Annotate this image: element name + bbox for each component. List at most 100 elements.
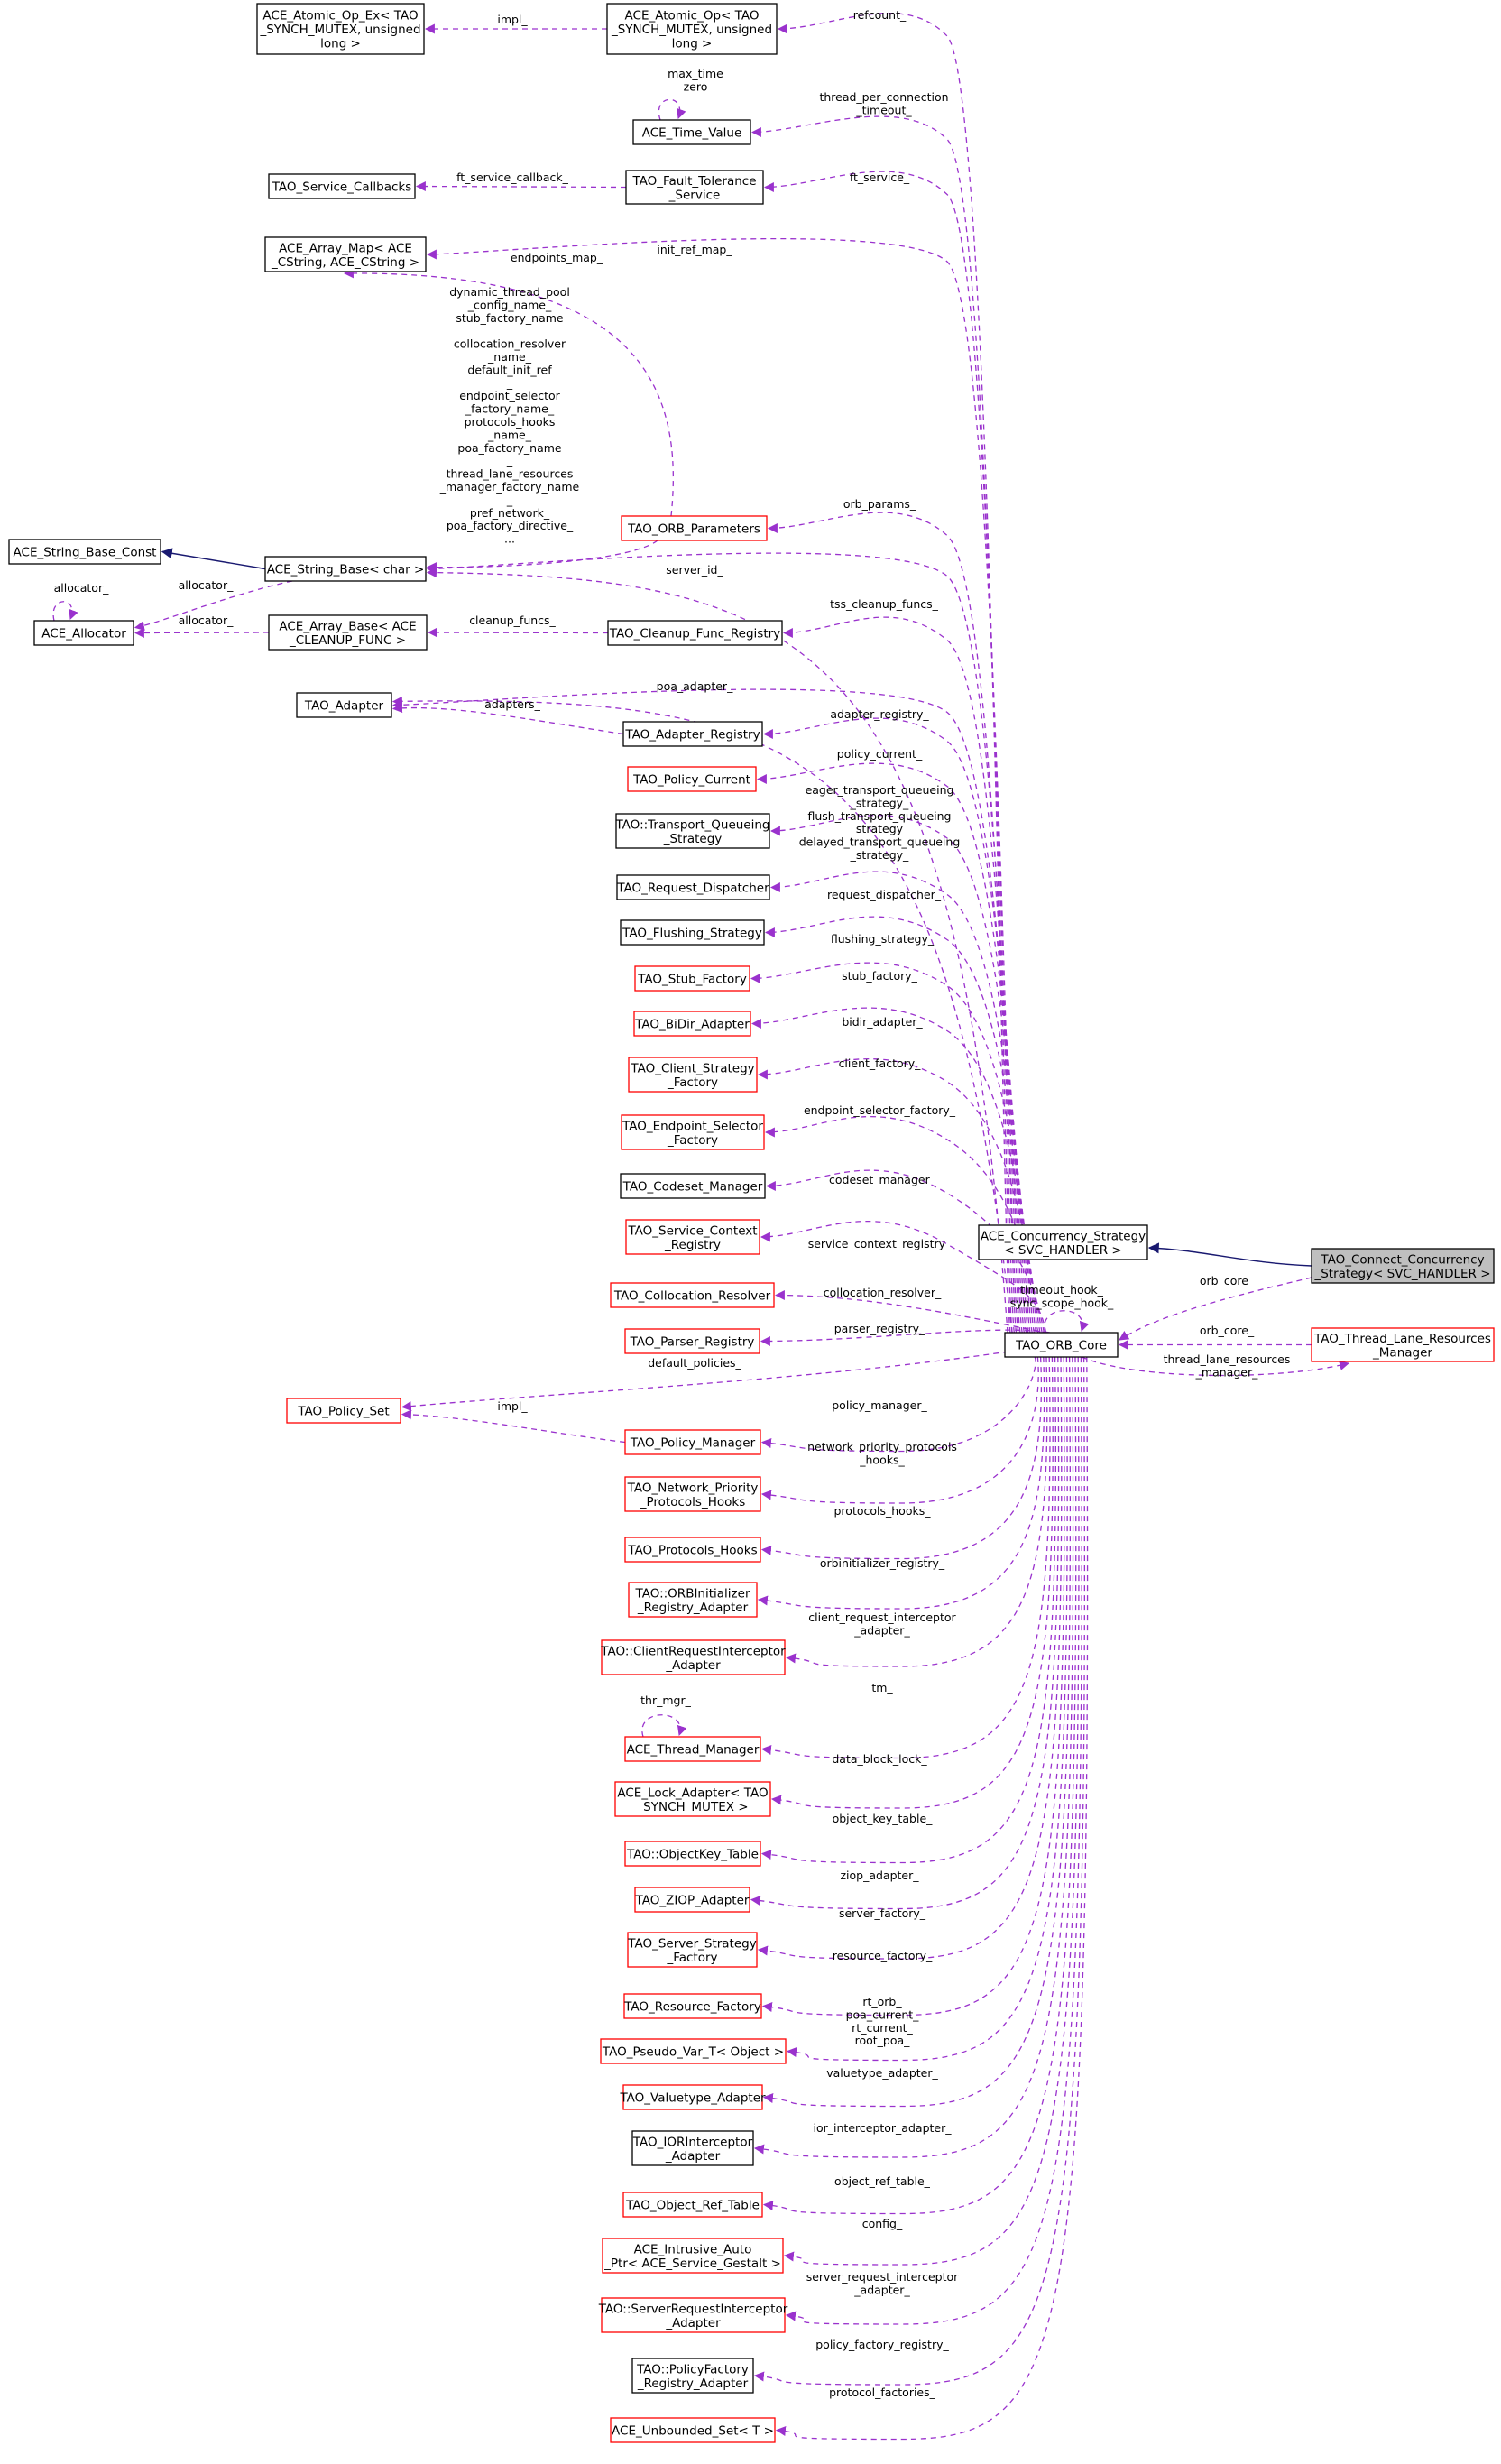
- node-request-dispatcher[interactable]: TAO_Request_Dispatcher: [616, 874, 770, 900]
- node-adapter-registry[interactable]: TAO_Adapter_Registry: [622, 721, 763, 747]
- node-thread-manager[interactable]: ACE_Thread_Manager: [624, 1736, 761, 1762]
- node-client-strategy[interactable]: TAO_Client_Strategy_Factory: [628, 1057, 758, 1093]
- node-label: ACE_Lock_Adapter< TAO_SYNCH_MUTEX >: [617, 1786, 768, 1814]
- node-label-line: _Adapter: [665, 2316, 721, 2330]
- node-array-base[interactable]: ACE_Array_Base< ACE_CLEANUP_FUNC >: [268, 614, 428, 651]
- edge-thread_manager: [760, 1356, 1051, 1759]
- node-box: [620, 919, 765, 946]
- node-label: TAO_Collocation_Resolver: [613, 1289, 771, 1304]
- edge-endpoints-map: [343, 268, 674, 517]
- node-orb-params[interactable]: TAO_ORB_Parameters: [621, 515, 768, 541]
- node-policy-factory[interactable]: TAO::PolicyFactory_Registry_Adapter: [631, 2358, 754, 2394]
- node-policy-set[interactable]: TAO_Policy_Set: [286, 1398, 401, 1424]
- edge-label-line: flushing_strategy_: [831, 932, 935, 946]
- edge-label-line: root_poa_: [855, 2034, 911, 2047]
- edge-label-line: ft_service_callback_: [456, 171, 569, 184]
- edge-label-line: zero: [684, 79, 708, 93]
- node-label: TAO_Resource_Factory: [623, 2000, 761, 2015]
- edge-cleanup-funcs: [427, 627, 609, 638]
- edge-bidir_adapter: [750, 1007, 1039, 1334]
- edge-label-line: _manager_: [1195, 1365, 1258, 1379]
- node-box: [33, 620, 134, 646]
- edge-label-allocator_sb: allocator_: [179, 578, 234, 592]
- edge-label-object_key_table: object_key_table_: [833, 1812, 934, 1825]
- node-objectkey-table[interactable]: TAO::ObjectKey_Table: [624, 1841, 761, 1867]
- node-label-line: ACE_Atomic_Op_Ex< TAO: [262, 9, 418, 23]
- node-string-base[interactable]: ACE_String_Base< char >: [264, 556, 427, 582]
- node-box: [628, 1057, 758, 1093]
- edge-label-line: valuetype_adapter_: [826, 2066, 938, 2080]
- node-valuetype-adapter[interactable]: TAO_Valuetype_Adapter: [619, 2084, 766, 2110]
- edge-label-cleanup_funcs: cleanup_funcs_: [469, 614, 556, 627]
- node-connect-concurrency[interactable]: TAO_Connect_Concurrency_Strategy< SVC_HA…: [1311, 1248, 1495, 1284]
- node-ziop-adapter[interactable]: TAO_ZIOP_Adapter: [634, 1887, 750, 1913]
- node-pseudo-var[interactable]: TAO_Pseudo_Var_T< Object >: [600, 2038, 787, 2064]
- node-string-base-const[interactable]: ACE_String_Base_Const: [8, 539, 161, 565]
- node-protocols-hooks[interactable]: TAO_Protocols_Hooks: [624, 1537, 761, 1563]
- node-intrusive-auto[interactable]: ACE_Intrusive_Auto_Ptr< ACE_Service_Gest…: [602, 2238, 784, 2274]
- nodes-layer: ACE_Atomic_Op_Ex< TAO_SYNCH_MUTEX, unsig…: [8, 3, 1495, 2443]
- edge-label-adapter_registry: adapter_registry_: [830, 707, 929, 721]
- node-time-value[interactable]: ACE_Time_Value: [632, 119, 751, 145]
- edge-label-line: tss_cleanup_funcs_: [830, 597, 939, 611]
- node-fault-tolerance[interactable]: TAO_Fault_Tolerance_Service: [625, 170, 764, 205]
- node-array-map[interactable]: ACE_Array_Map< ACE_CString, ACE_CString …: [264, 236, 427, 272]
- node-network-priority[interactable]: TAO_Network_Priority_Protocols_Hooks: [624, 1476, 761, 1512]
- node-transport-queueing[interactable]: TAO::Transport_Queueing_Strategy: [614, 813, 770, 849]
- node-endpoint-selector[interactable]: TAO_Endpoint_Selector_Factory: [621, 1114, 765, 1150]
- edge-label-line: cleanup_funcs_: [469, 614, 556, 627]
- edge-label-line: ...: [504, 532, 515, 546]
- node-label: TAO_Parser_Registry: [630, 1335, 755, 1350]
- edge-label-object_ref_table: object_ref_table_: [834, 2174, 931, 2188]
- node-flushing-strategy[interactable]: TAO_Flushing_Strategy: [620, 919, 765, 946]
- node-parser-registry[interactable]: TAO_Parser_Registry: [624, 1328, 760, 1354]
- node-thread-lane[interactable]: TAO_Thread_Lane_Resources_Manager: [1311, 1327, 1495, 1362]
- edge-label-line: timeout_hook_: [1020, 1283, 1103, 1297]
- node-ior-interceptor[interactable]: TAO_IORInterceptor_Adapter: [631, 2130, 754, 2166]
- node-label: ACE_String_Base< char >: [267, 563, 425, 577]
- edge-label-line: object_key_table_: [833, 1812, 934, 1825]
- node-concurrency-strategy[interactable]: ACE_Concurrency_Strategy< SVC_HANDLER >: [978, 1224, 1148, 1260]
- edge-allocator-self: [52, 601, 78, 622]
- edge-label-line: thread_per_connection: [819, 90, 948, 104]
- edge-network_priority: [760, 1356, 1039, 1504]
- node-codeset-manager[interactable]: TAO_Codeset_Manager: [620, 1173, 766, 1199]
- node-label: ACE_Array_Map< ACE_CString, ACE_CString …: [271, 241, 419, 270]
- node-orb-core[interactable]: TAO_ORB_Core: [1004, 1332, 1119, 1358]
- node-object-ref-table[interactable]: TAO_Object_Ref_Table: [622, 2192, 763, 2218]
- edge-server_strategy: [757, 1356, 1063, 1960]
- node-atomic-ex[interactable]: ACE_Atomic_Op_Ex< TAO_SYNCH_MUTEX, unsig…: [256, 3, 425, 55]
- node-atomic-op[interactable]: ACE_Atomic_Op< TAO_SYNCH_MUTEX, unsigned…: [606, 3, 778, 55]
- node-allocator[interactable]: ACE_Allocator: [33, 620, 134, 646]
- node-adapter[interactable]: TAO_Adapter: [296, 692, 392, 718]
- node-label: TAO_Network_Priority_Protocols_Hooks: [627, 1481, 759, 1509]
- node-unbounded-set[interactable]: ACE_Unbounded_Set< T >: [610, 2417, 776, 2443]
- node-server-ri[interactable]: TAO::ServerRequestInterceptor_Adapter: [598, 2297, 788, 2333]
- node-box: [614, 1781, 771, 1817]
- node-box: [602, 2238, 784, 2274]
- node-label-line: ACE_Concurrency_Strategy: [981, 1229, 1146, 1243]
- node-label-line: TAO_Service_Callbacks: [272, 180, 412, 195]
- edge-label-line: ft_service_: [850, 171, 910, 184]
- node-collocation-resolver[interactable]: TAO_Collocation_Resolver: [610, 1282, 775, 1308]
- node-policy-manager[interactable]: TAO_Policy_Manager: [624, 1429, 761, 1455]
- node-service-callbacks[interactable]: TAO_Service_Callbacks: [268, 173, 416, 199]
- node-orbinitializer[interactable]: TAO::ORBInitializer_Registry_Adapter: [628, 1582, 758, 1618]
- node-label: ACE_Unbounded_Set< T >: [612, 2424, 774, 2439]
- node-cleanup-registry[interactable]: TAO_Cleanup_Func_Registry: [607, 620, 783, 646]
- node-box: [1311, 1327, 1495, 1362]
- node-stub-factory[interactable]: TAO_Stub_Factory: [634, 965, 750, 992]
- node-resource-factory[interactable]: TAO_Resource_Factory: [623, 1993, 762, 2019]
- node-box: [601, 1639, 786, 1675]
- edge-orb_params: [767, 512, 1019, 1334]
- node-lock-adapter[interactable]: ACE_Lock_Adapter< TAO_SYNCH_MUTEX >: [614, 1781, 771, 1817]
- edge-timevalue-self: [658, 98, 686, 121]
- node-client-ri[interactable]: TAO::ClientRequestInterceptor_Adapter: [600, 1639, 786, 1675]
- node-server-strategy[interactable]: TAO_Server_Strategy_Factory: [627, 1932, 758, 1968]
- node-service-context[interactable]: TAO_Service_Context_Registry: [625, 1219, 760, 1255]
- edge-label-line: bidir_adapter_: [842, 1015, 923, 1029]
- edge-unbounded_set: [775, 1356, 1089, 2441]
- node-bidir-adapter[interactable]: TAO_BiDir_Adapter: [633, 1011, 751, 1037]
- edge-label-line: allocator_: [54, 581, 109, 595]
- node-policy-current[interactable]: TAO_Policy_Current: [627, 766, 757, 792]
